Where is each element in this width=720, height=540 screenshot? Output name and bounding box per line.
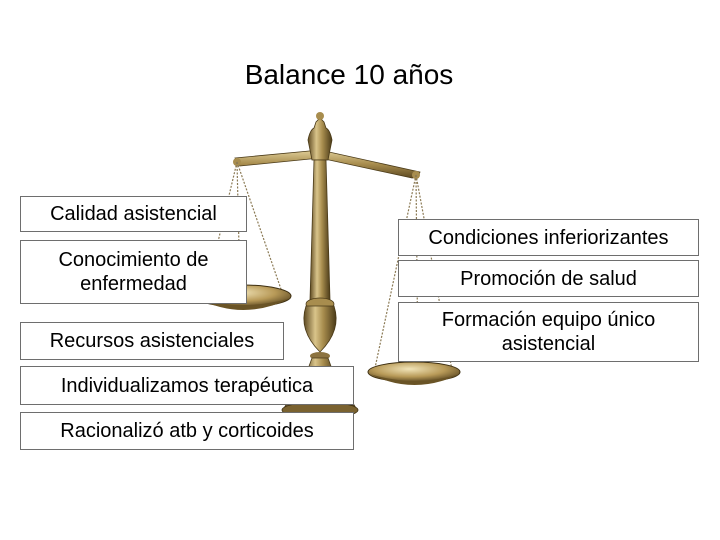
left-item-conocimiento-enfermedad: Conocimiento de enfermedad bbox=[20, 240, 247, 304]
left-item-individualizamos-terapeutica: Individualizamos terapéutica bbox=[20, 366, 354, 405]
left-item-calidad-asistencial: Calidad asistencial bbox=[20, 196, 247, 232]
right-item-condiciones-inferiorizantes: Condiciones inferiorizantes bbox=[398, 219, 699, 256]
left-item-racionalizo-atb: Racionalizó atb y corticoides bbox=[20, 412, 354, 450]
page-title: Balance 10 años bbox=[244, 59, 454, 90]
right-item-formacion-equipo: Formación equipo único asistencial bbox=[398, 302, 699, 362]
left-item-recursos-asistenciales: Recursos asistenciales bbox=[20, 322, 284, 360]
right-item-promocion-salud: Promoción de salud bbox=[398, 260, 699, 297]
